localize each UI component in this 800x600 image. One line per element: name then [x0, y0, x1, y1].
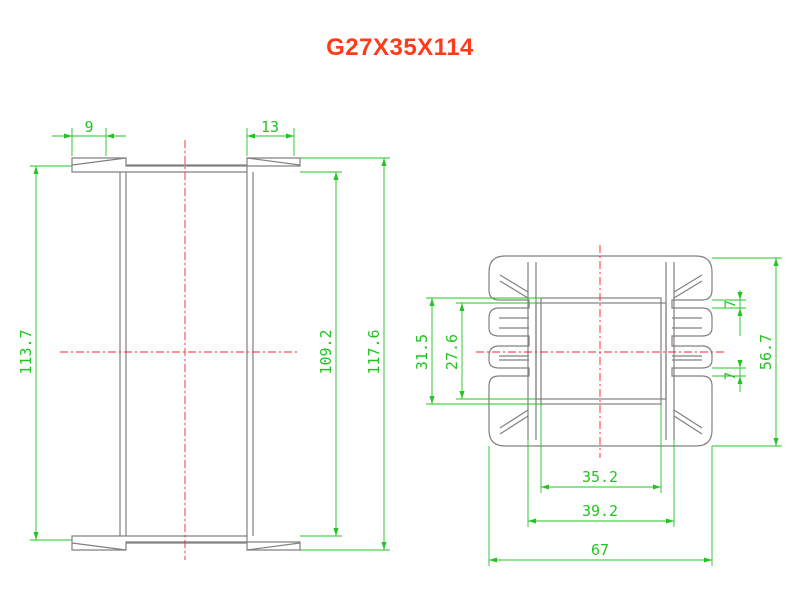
dim-flange-left: 9 [84, 118, 93, 136]
dim-end-inner-height: 27.6 [443, 334, 461, 370]
dim-left-height: 113.7 [17, 329, 35, 374]
bottom-flange-right-taper [246, 542, 301, 551]
dimension-labels: 9 13 113.7 109.2 117.6 31.5 27.6 7 7 56.… [17, 118, 775, 559]
end-view [488, 255, 713, 447]
side-view-dimensions [30, 128, 390, 551]
drawing-title: G27X35X114 [326, 34, 474, 61]
dimension-arrowheads [33, 133, 779, 563]
dim-inner-height: 109.2 [317, 329, 335, 374]
pin-top-left [499, 274, 529, 293]
end-view-outline [488, 255, 713, 447]
core-window [535, 302, 667, 400]
bottom-flange [71, 535, 301, 551]
pin-bottom-left [499, 409, 529, 429]
dim-overall-height: 117.6 [365, 329, 383, 374]
dim-end-outer-height: 31.5 [413, 334, 431, 370]
side-view-centerlines [60, 140, 300, 560]
top-flange-right-taper [246, 157, 301, 166]
pin-top-right [673, 274, 703, 293]
side-view [71, 157, 301, 551]
bottom-flange-left-taper [71, 542, 127, 551]
pin-bottom-right [673, 409, 703, 429]
core-window-outer [540, 297, 662, 405]
dim-overall-width: 67 [591, 541, 609, 559]
top-flange-left-taper [71, 157, 127, 166]
dim-slot-upper: 7 [723, 300, 739, 308]
dim-flange-right: 13 [261, 118, 279, 136]
end-view-centerlines [476, 245, 725, 458]
dim-end-overall-height: 56.7 [757, 334, 775, 370]
dim-inner-width: 35.2 [582, 468, 618, 486]
dim-slot-lower: 7 [723, 372, 739, 380]
dim-outer-width: 39.2 [582, 502, 618, 520]
